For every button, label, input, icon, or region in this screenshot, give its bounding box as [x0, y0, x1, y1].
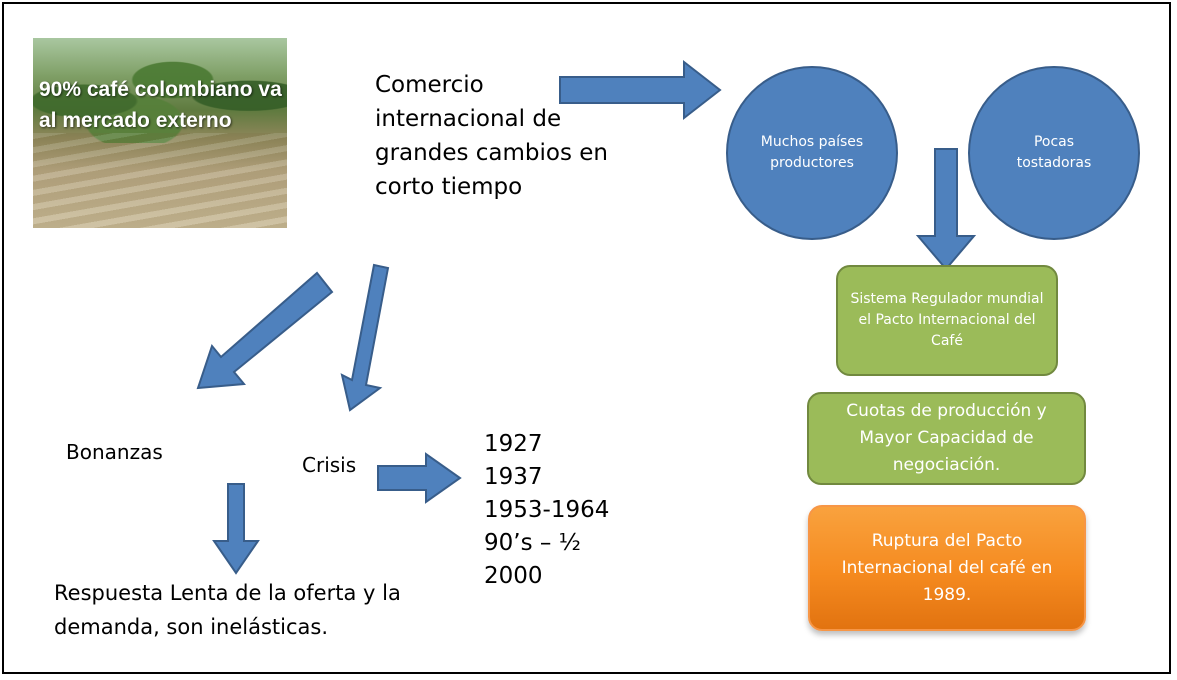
photo-caption: 90% café colombiano va al mercado extern… [39, 78, 282, 132]
crisis-year: 1937 [484, 464, 543, 490]
main-statement: Comercio internacional de grandes cambio… [375, 72, 608, 200]
box-cuotas: Cuotas de producción y Mayor Capacidad d… [807, 392, 1086, 485]
crisis-year: 1927 [484, 431, 543, 457]
photo-drying-beds [33, 133, 287, 228]
box-ruptura: Ruptura del Pacto Internacional del café… [808, 505, 1086, 631]
crisis-label: Crisis [302, 453, 357, 477]
arrow-to-crisis [340, 263, 390, 412]
box-sistema-regulador: Sistema Regulador mundial el Pacto Inter… [836, 265, 1058, 376]
crisis-year: 90’s – ½ [484, 530, 581, 556]
crisis-years-list: 1927 1937 1953-1964 90’s – ½ 2000 [484, 428, 609, 593]
arrow-to-sistema [915, 148, 977, 271]
arrow-to-producers [559, 59, 722, 121]
box-cuotas-label: Cuotas de producción y Mayor Capacidad d… [846, 401, 1047, 475]
crisis-year: 1953-1964 [484, 497, 610, 523]
coffee-plantation-photo: 90% café colombiano va al mercado extern… [33, 38, 287, 228]
arrow-to-years [377, 452, 462, 504]
ellipse-tostadoras-label: Pocas tostadoras [1016, 134, 1092, 171]
crisis-year: 2000 [484, 563, 543, 589]
box-sistema-label: Sistema Regulador mundial el Pacto Inter… [850, 291, 1044, 349]
box-ruptura-label: Ruptura del Pacto Internacional del café… [841, 530, 1053, 605]
respuesta-text: Respuesta Lenta de la oferta y la demand… [54, 581, 401, 639]
bonanzas-label: Bonanzas [66, 440, 163, 464]
arrow-to-respuesta [212, 483, 260, 575]
ellipse-productores: Muchos países productores [726, 66, 898, 240]
ellipse-productores-label: Muchos países productores [760, 134, 864, 171]
photo-trees [33, 38, 287, 143]
ellipse-tostadoras: Pocas tostadoras [968, 66, 1140, 240]
arrow-to-bonanzas [196, 271, 334, 390]
